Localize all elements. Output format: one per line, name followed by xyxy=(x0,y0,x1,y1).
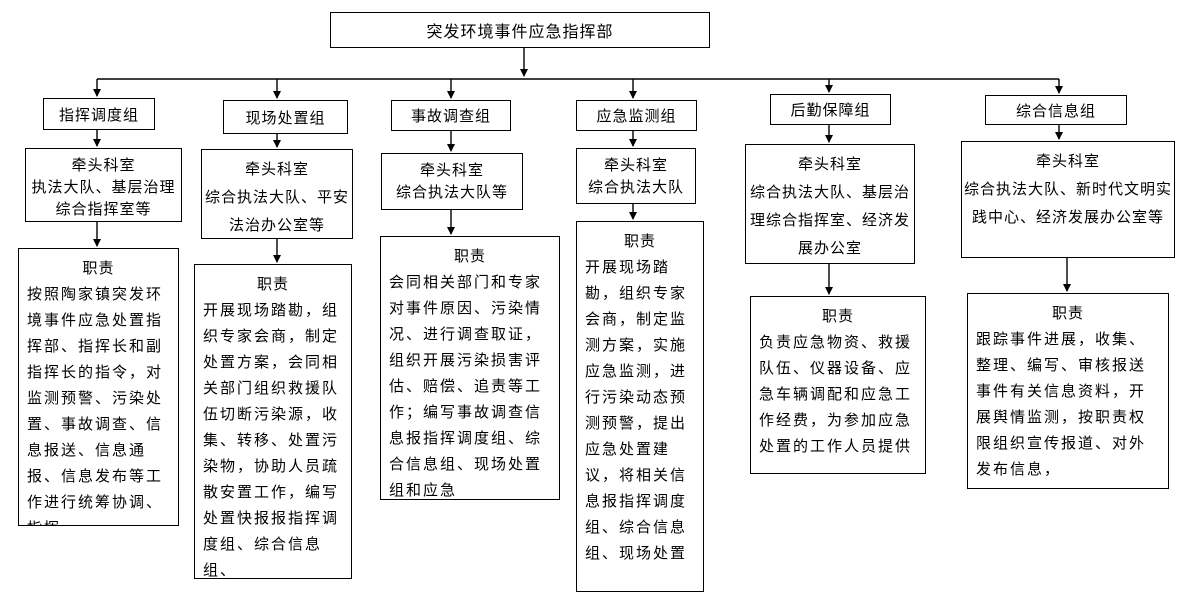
lead-units: 综合执法大队 xyxy=(587,178,684,196)
duty-node-dispatch: 职责 按照陶家镇突发环境事件应急处置指挥部、指挥长和副指挥长的指令，对监测预警、… xyxy=(18,248,179,526)
duty-node-information: 职责 跟踪事件进展，收集、整理、编写、审核报送事件有关信息资料，开展舆情监测，按… xyxy=(967,293,1169,489)
lead-title: 牵头科室 xyxy=(419,161,484,179)
duty-title: 职责 xyxy=(256,275,289,293)
group-node-investigation: 事故调查组 xyxy=(391,100,511,131)
duty-node-onsite: 职责 开展现场踏勘，组织专家会商，制定处置方案，会同相关部门组织救援队伍切断污染… xyxy=(194,264,352,579)
group-node-onsite: 现场处置组 xyxy=(223,100,348,134)
group-name: 应急监测组 xyxy=(596,107,677,125)
group-node-dispatch: 指挥调度组 xyxy=(43,98,155,130)
lead-units: 综合执法大队、基层治理综合指挥室、经济发展办公室 xyxy=(749,183,910,257)
duty-title: 职责 xyxy=(1051,304,1084,322)
group-node-monitoring: 应急监测组 xyxy=(576,100,697,131)
lead-node-information: 牵头科室 综合执法大队、新时代文明实践中心、经济发展办公室等 xyxy=(961,141,1175,258)
duty-node-monitoring: 职责 开展现场踏勘，组织专家会商，制定监测方案，实施应急监测，进行污染动态预测预… xyxy=(576,221,704,592)
duty-node-investigation: 职责 会同相关部门和专家对事件原因、污染情况、进行调查取证，组织开展污染损害评估… xyxy=(380,236,560,500)
group-name: 现场处置组 xyxy=(245,108,326,127)
group-name: 指挥调度组 xyxy=(58,105,139,124)
lead-units: 综合执法大队、平安法治办公室等 xyxy=(204,188,349,234)
lead-units: 综合执法大队等 xyxy=(395,183,508,201)
lead-node-dispatch: 牵头科室 执法大队、基层治理综合指挥室等 xyxy=(25,148,182,222)
duty-node-logistics: 职责 负责应急物资、救援队伍、仪器设备、应急车辆调配和应急工作经费，为参加应急处… xyxy=(750,296,926,474)
root-node-command-center: 突发环境事件应急指挥部 xyxy=(330,12,710,48)
lead-units: 执法大队、基层治理综合指挥室等 xyxy=(31,178,176,218)
duty-title: 职责 xyxy=(453,247,486,265)
duty-title: 职责 xyxy=(821,307,854,325)
duty-title: 职责 xyxy=(623,232,656,250)
group-node-information: 综合信息组 xyxy=(985,95,1127,125)
duty-text: 负责应急物资、救援队伍、仪器设备、应急车辆调配和应急工作经费，为参加应急处置的工… xyxy=(759,333,913,455)
duty-text: 按照陶家镇突发环境事件应急处置指挥部、指挥长和副指挥长的指令，对监测预警、污染处… xyxy=(27,285,164,525)
group-name: 综合信息组 xyxy=(1015,101,1096,120)
duty-text: 开展现场踏勘，组织专家会商，制定监测方案，实施应急监测，进行污染动态预测预警，提… xyxy=(585,258,688,562)
group-name: 事故调查组 xyxy=(410,107,491,125)
duty-text: 开展现场踏勘，组织专家会商，制定处置方案，会同相关部门组织救援队伍切断污染源，收… xyxy=(203,301,340,579)
lead-title: 牵头科室 xyxy=(797,155,862,173)
lead-title: 牵头科室 xyxy=(244,160,309,178)
duty-text: 跟踪事件进展，收集、整理、编写、审核报送事件有关信息资料，开展舆情监测，按职责权… xyxy=(976,330,1147,478)
lead-node-onsite: 牵头科室 综合执法大队、平安法治办公室等 xyxy=(201,149,353,239)
lead-node-investigation: 牵头科室 综合执法大队等 xyxy=(381,153,523,210)
lead-title: 牵头科室 xyxy=(71,156,136,174)
duty-title: 职责 xyxy=(82,259,115,277)
group-name: 后勤保障组 xyxy=(790,101,871,119)
root-title: 突发环境事件应急指挥部 xyxy=(426,22,614,41)
lead-title: 牵头科室 xyxy=(603,156,668,174)
duty-text: 会同相关部门和专家对事件原因、污染情况、进行调查取证，组织开展污染损害评估、赔偿… xyxy=(389,273,543,499)
lead-node-logistics: 牵头科室 综合执法大队、基层治理综合指挥室、经济发展办公室 xyxy=(745,144,915,264)
lead-units: 综合执法大队、新时代文明实践中心、经济发展办公室等 xyxy=(963,180,1172,226)
lead-node-monitoring: 牵头科室 综合执法大队 xyxy=(576,148,696,204)
group-node-logistics: 后勤保障组 xyxy=(770,94,891,125)
lead-title: 牵头科室 xyxy=(1035,152,1100,170)
